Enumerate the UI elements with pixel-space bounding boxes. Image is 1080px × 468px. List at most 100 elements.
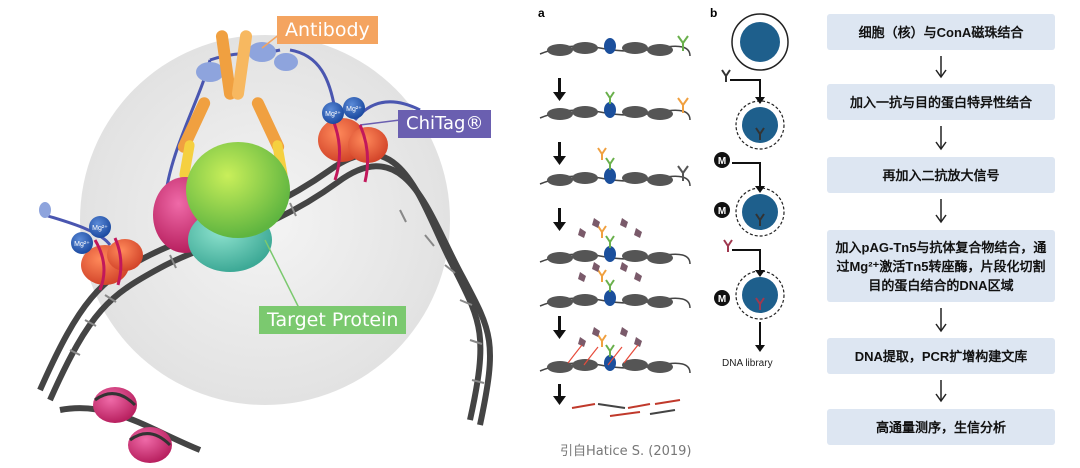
- cut-arrow: [567, 344, 583, 364]
- tn5-complex-left: [81, 237, 143, 291]
- pag-tn5: [634, 228, 642, 238]
- down-arrow-icon: [935, 56, 947, 79]
- nucleosome: [647, 361, 673, 373]
- nucleosome: [547, 108, 573, 120]
- step-3-text: 再加入二抗放大信号: [882, 167, 1000, 183]
- pag-tn5: [592, 218, 600, 228]
- pag-tn5: [592, 262, 600, 272]
- nucleosome: [647, 174, 673, 186]
- nucleosome: [622, 250, 648, 262]
- target-protein-marker: [604, 38, 616, 54]
- schematic-graphic: M M M: [539, 13, 789, 417]
- target-protein-marker: [604, 246, 616, 262]
- magnet-markers: M M M: [714, 152, 730, 306]
- target-protein-marker: [604, 168, 616, 184]
- chitag-illustration: Mg²⁺ Mg²⁺ Mg²⁺ Mg²⁺ Antibody ChiTag® Tar…: [0, 0, 505, 468]
- cell-arrowheads: [755, 97, 765, 352]
- pag-tn5: [634, 337, 642, 347]
- chromatin-row: [539, 147, 691, 187]
- chromatin-row: [539, 262, 691, 309]
- primary-antibody: [605, 344, 615, 357]
- nucleosome: [622, 294, 648, 306]
- down-arrow-icon: [935, 126, 947, 151]
- nucleosome: [622, 42, 648, 54]
- cut-and-tag-schematic: a b: [510, 0, 810, 468]
- pag-tn5: [620, 327, 628, 337]
- nucleosome: [647, 252, 673, 264]
- pag-tn5: [578, 337, 586, 347]
- nucleosome: [547, 252, 573, 264]
- nucleosome: [572, 359, 598, 371]
- citation: 引自Hatice S. (2019): [560, 444, 692, 459]
- mg-ion: Mg²⁺ Mg²⁺ Mg²⁺ Mg²⁺: [71, 97, 365, 254]
- nucleosome: [622, 359, 648, 371]
- cell-stages: [731, 13, 789, 320]
- secondary-antibody: [597, 147, 607, 160]
- step-5-box: DNA提取，PCR扩增构建文库: [827, 338, 1055, 374]
- step-2-box: 加入一抗与目的蛋白特异性结合: [827, 84, 1055, 120]
- step-5-text: DNA提取，PCR扩增构建文库: [854, 348, 1028, 364]
- workflow-flowchart: 细胞（核）与ConA磁珠结合 加入一抗与目的蛋白特异性结合 再加入二抗放大信号 …: [815, 0, 1080, 468]
- primary-antibody: [605, 235, 615, 248]
- chitag-pointer: [359, 119, 401, 126]
- nucleosome: [622, 106, 648, 118]
- step-2-text: 加入一抗与目的蛋白特异性结合: [849, 94, 1032, 110]
- step-6-text: 高通量测序，生信分析: [875, 419, 1006, 435]
- nucleosome: [572, 172, 598, 184]
- chromatin-row: [539, 218, 691, 265]
- primary-antibody: [605, 279, 615, 292]
- nucleosome: [547, 44, 573, 56]
- nucleosome: [547, 296, 573, 308]
- step-1-text: 细胞（核）与ConA磁珠结合: [858, 24, 1024, 40]
- pag-tn5: [634, 272, 642, 282]
- chromatin-rows: [539, 35, 691, 374]
- secondary-antibody: [597, 225, 607, 238]
- target-protein-marker: [604, 290, 616, 306]
- step-4-text: 加入pAG-Tn5与抗体复合物结合，通过Mg²⁺激活Tn5转座酶，片段化切割目的…: [835, 239, 1047, 293]
- cut-arrow: [607, 346, 623, 366]
- pag-tn5: [620, 218, 628, 228]
- cut-arrow: [623, 344, 639, 364]
- pag-tn5: [578, 228, 586, 238]
- primary-antibody: [605, 157, 615, 170]
- primary-antibody: [605, 91, 615, 104]
- step-4-box: 加入pAG-Tn5与抗体复合物结合，通过Mg²⁺激活Tn5转座酶，片段化切割目的…: [827, 230, 1055, 302]
- step-3-box: 再加入二抗放大信号: [827, 157, 1055, 193]
- nucleosome: [93, 387, 172, 463]
- svg-text:Mg²⁺: Mg²⁺: [346, 106, 362, 113]
- antibody-icon: [177, 30, 288, 180]
- cell-arrows: [730, 79, 761, 345]
- chitag-illustration-graphic: Mg²⁺ Mg²⁺ Mg²⁺ Mg²⁺: [37, 29, 494, 463]
- reagent-icon: [677, 35, 689, 51]
- antibody-label: Antibody: [277, 16, 378, 44]
- dna-library-label: DNA library: [722, 358, 773, 369]
- tn5-complex-right: [318, 118, 388, 183]
- reagent-icon: [677, 97, 689, 113]
- nucleosome: [647, 44, 673, 56]
- svg-text:Mg²⁺: Mg²⁺: [92, 225, 108, 232]
- chitag-domains: [39, 42, 298, 218]
- target-protein: [186, 142, 290, 238]
- nucleosome: [647, 108, 673, 120]
- pag-tn5: [620, 262, 628, 272]
- panel-a-label: a: [538, 6, 545, 20]
- nucleosome: [547, 174, 573, 186]
- target-protein-marker: [604, 102, 616, 118]
- down-arrow-icon: [935, 380, 947, 403]
- nucleosome: [572, 106, 598, 118]
- nucleosome: [572, 294, 598, 306]
- down-arrow-icon: [935, 308, 947, 333]
- pag-tn5: [578, 272, 586, 282]
- target-protein-label: Target Protein: [259, 306, 407, 334]
- chitag-label: ChiTag®: [398, 110, 492, 138]
- step-1-box: 细胞（核）与ConA磁珠结合: [827, 14, 1055, 50]
- nucleosome: [572, 250, 598, 262]
- svg-text:Mg²⁺: Mg²⁺: [74, 241, 90, 248]
- svg-text:M: M: [718, 156, 726, 167]
- secondary-antibody: [597, 334, 607, 347]
- nucleosome: [547, 361, 573, 373]
- nucleosome: [622, 172, 648, 184]
- dna-rungs: [69, 202, 485, 384]
- svg-text:Mg²⁺: Mg²⁺: [325, 111, 341, 118]
- nucleosome: [647, 296, 673, 308]
